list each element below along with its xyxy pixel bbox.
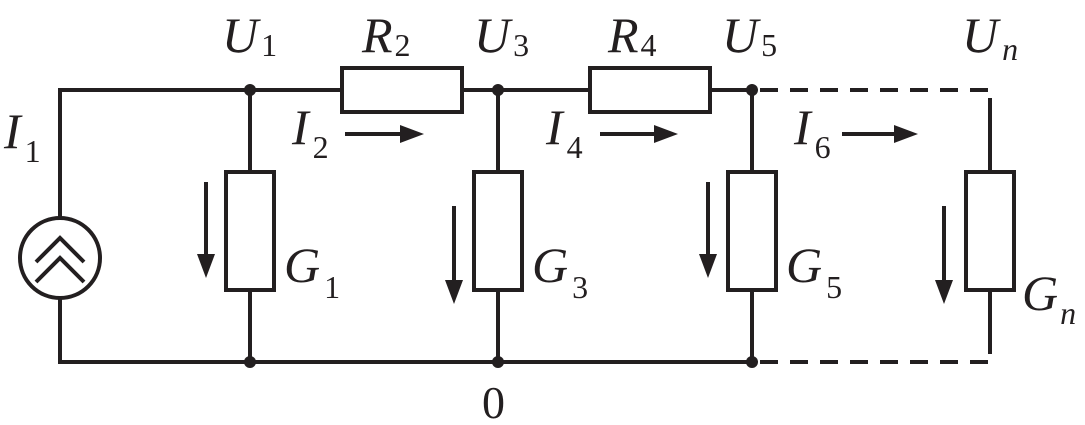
label-r4: R4 bbox=[607, 7, 657, 63]
label-ground: 0 bbox=[482, 377, 505, 425]
label-u5: U5 bbox=[722, 7, 777, 63]
bottom-wire bbox=[58, 288, 754, 364]
resistor-r2 bbox=[340, 66, 464, 114]
node-bottom-1 bbox=[244, 356, 256, 368]
current-source-chevron-icon bbox=[34, 235, 86, 264]
arrow-g1 bbox=[197, 182, 215, 278]
conductance-g3 bbox=[472, 170, 524, 292]
arrow-i2 bbox=[345, 125, 424, 143]
arrow-g5 bbox=[699, 182, 717, 278]
current-source bbox=[18, 216, 102, 300]
conductance-gn bbox=[964, 170, 1016, 292]
label-u3: U3 bbox=[474, 7, 529, 63]
label-r2: R2 bbox=[361, 7, 411, 63]
dashed-extension bbox=[760, 88, 990, 364]
node-bottom-3 bbox=[492, 356, 504, 368]
conductance-g5 bbox=[726, 170, 778, 292]
node-u5 bbox=[746, 84, 758, 96]
current-source-chevron-icon-2 bbox=[34, 255, 86, 284]
arrow-i4 bbox=[600, 125, 678, 143]
node-u3 bbox=[492, 84, 504, 96]
label-u1: U1 bbox=[222, 7, 277, 63]
node-u1 bbox=[244, 84, 256, 96]
wires bbox=[58, 88, 992, 364]
arrow-gn bbox=[935, 206, 953, 304]
nodes bbox=[244, 84, 758, 368]
arrow-g3 bbox=[445, 206, 463, 304]
node-bottom-5 bbox=[746, 356, 758, 368]
label-gn: Gn bbox=[1022, 265, 1076, 331]
conductance-g1 bbox=[224, 170, 276, 292]
resistor-r4 bbox=[588, 66, 712, 114]
arrow-i6 bbox=[842, 125, 918, 143]
